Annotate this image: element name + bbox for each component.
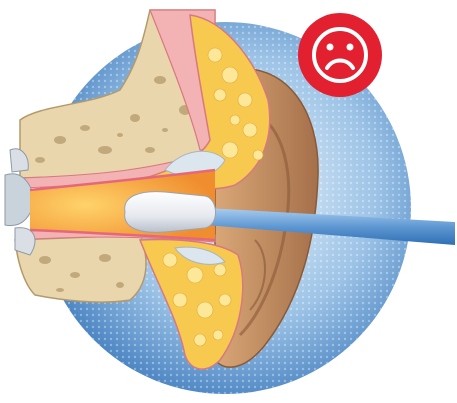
cotton-tip bbox=[125, 192, 216, 233]
sad-face-badge bbox=[298, 13, 382, 97]
